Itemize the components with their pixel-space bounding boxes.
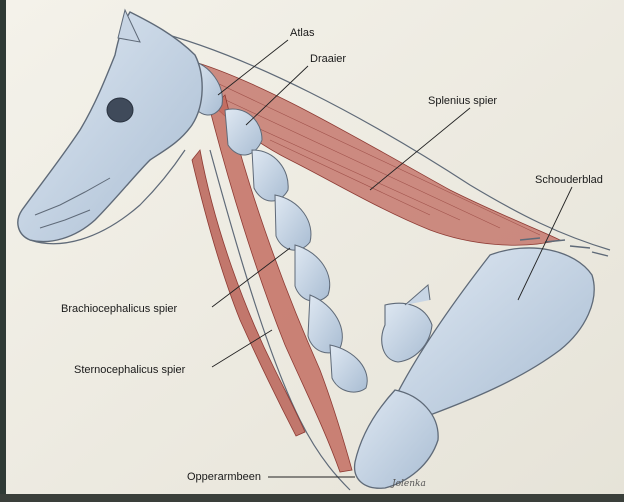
label-opperarmbeen: Opperarmbeen xyxy=(187,471,261,484)
label-brachiocephalicus: Brachiocephalicus spier xyxy=(61,303,177,316)
label-draaier: Draaier xyxy=(310,53,346,66)
label-sternocephalicus: Sternocephalicus spier xyxy=(74,364,185,377)
photo-border-bottom xyxy=(0,494,624,502)
label-schouderblad: Schouderblad xyxy=(535,174,603,187)
artist-signature: Jolenka xyxy=(392,478,426,491)
photo-border-left xyxy=(0,0,6,502)
label-splenius: Splenius spier xyxy=(428,95,497,108)
label-atlas: Atlas xyxy=(290,27,314,40)
eye-socket xyxy=(107,98,133,122)
